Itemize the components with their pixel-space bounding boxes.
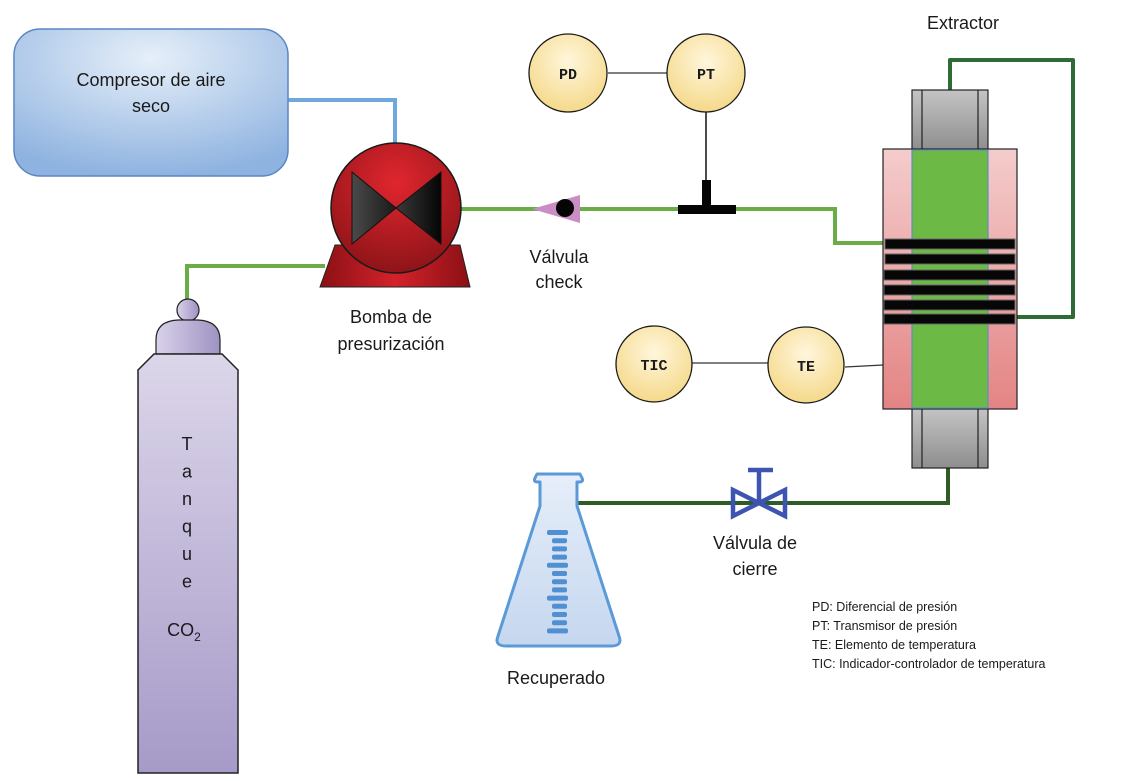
instrument-pd: PD [528, 33, 608, 113]
check-valve: Válvula check [529, 195, 590, 292]
flask-graduation-mark [552, 538, 567, 544]
flask-graduation-mark [547, 530, 568, 535]
air-line [287, 98, 397, 153]
te-label: TE [797, 359, 815, 376]
flask-graduation-mark [552, 546, 567, 552]
pressurization-pump: Bomba de presurización [319, 142, 471, 354]
collection-flask: Recuperado [495, 472, 622, 688]
legend-item: TE: Elemento de temperatura [812, 638, 976, 652]
pipe-extractor-to-flask [575, 468, 950, 505]
pd-label: PD [559, 67, 577, 84]
flask-graduation-mark [547, 562, 568, 568]
tank-label-letter: e [182, 572, 192, 592]
extractor: Extractor [882, 13, 1018, 469]
air-compressor: Compresor de aire seco [13, 28, 289, 177]
tank-label-letter: u [182, 544, 192, 564]
compressor-label-line2: seco [132, 96, 170, 116]
flask-label: Recuperado [507, 668, 605, 688]
pump-label-line2: presurización [337, 334, 444, 354]
signal-line-te-extractor [844, 364, 884, 368]
extractor-bottom-cap [911, 407, 989, 469]
flask-graduation-mark [552, 587, 567, 593]
legend-item: PD: Diferencial de presión [812, 600, 957, 614]
flask-graduation-mark [552, 603, 567, 609]
shutoff-valve: Válvula de cierre [713, 467, 797, 579]
flask-graduation-mark [552, 612, 567, 617]
legend-item: TIC: Indicador-controlador de temperatur… [812, 657, 1045, 671]
check-valve-label-line1: Válvula [529, 247, 589, 267]
tank-gas-label: CO2 [167, 620, 201, 644]
check-valve-label-line2: check [535, 272, 583, 292]
tank-label-letter: T [182, 434, 193, 454]
instrument-tic: TIC [615, 325, 693, 403]
pipe-tank-to-pump [185, 264, 325, 305]
tank-gas-subscript: 2 [194, 630, 201, 644]
pump-label-line1: Bomba de [350, 307, 432, 327]
instrument-te: TE [767, 326, 845, 404]
erlenmeyer-flask-icon [495, 472, 622, 648]
instrument-pt: PT [666, 33, 746, 113]
extractor-top-cap [911, 89, 989, 151]
pump-bowtie-left [351, 170, 397, 246]
tank-label-letter: a [182, 462, 193, 482]
legend-item: PT: Transmisor de presión [812, 619, 957, 633]
gate-valve-icon [730, 467, 788, 520]
flask-graduations [547, 530, 568, 634]
pipe-extractor-loop [948, 58, 1075, 319]
pipe-tee [678, 180, 736, 214]
flask-graduation-mark [552, 571, 567, 576]
extractor-label: Extractor [927, 13, 999, 33]
tank-label-letter: q [182, 517, 192, 537]
tank-label-letter: n [182, 489, 192, 509]
tank-gas-formula: CO [167, 620, 194, 640]
pt-label: PT [697, 67, 715, 84]
flask-graduation-mark [552, 554, 567, 560]
shutoff-valve-label-line1: Válvula de [713, 533, 797, 553]
flask-graduation-mark [552, 620, 567, 626]
flask-graduation-mark [547, 628, 568, 634]
pump-bowtie-right [395, 170, 442, 246]
flask-graduation-mark [552, 579, 567, 585]
extractor-bands [883, 238, 1016, 325]
legend: PD: Diferencial de presión PT: Transmiso… [812, 600, 1045, 671]
pipe-pump-to-extractor [458, 207, 885, 245]
tic-label: TIC [640, 358, 667, 375]
shutoff-valve-label-line2: cierre [732, 559, 777, 579]
compressor-label-line1: Compresor de aire [76, 70, 225, 90]
flask-graduation-mark [547, 595, 568, 601]
